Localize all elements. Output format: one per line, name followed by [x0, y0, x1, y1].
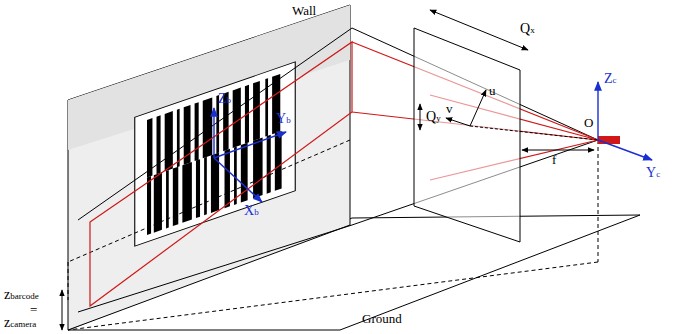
- axis-label: v: [446, 102, 453, 115]
- axis-label: Xb: [244, 204, 259, 218]
- dimension-label: zcamera: [4, 316, 36, 330]
- barcode-bar: [203, 97, 213, 158]
- barcode-axes: [214, 108, 286, 202]
- barcode-bar: [233, 88, 241, 148]
- wall-label: Wall: [292, 4, 316, 17]
- barcode-bar: [157, 115, 161, 174]
- barcode-bar: [195, 102, 199, 161]
- axis-label: Zb: [218, 92, 231, 106]
- plane-dimensions: [420, 10, 598, 150]
- barcode-bar: [267, 135, 271, 194]
- axis-label: Zc: [604, 72, 617, 86]
- camera-body: [598, 136, 620, 144]
- barcode-projection: [90, 42, 598, 306]
- barcode-bar: [154, 172, 162, 232]
- barcode-bar: [275, 131, 282, 191]
- wall-plane: [68, 5, 350, 330]
- camera-rays: [78, 28, 598, 312]
- barcode-bar: [204, 157, 207, 215]
- dimension-label: f: [552, 153, 556, 166]
- dimension-label: =: [30, 303, 37, 316]
- camera-axes: [598, 82, 652, 160]
- axis-label: Yc: [646, 166, 660, 180]
- axis-label: Yb: [276, 112, 291, 126]
- barcode: [135, 62, 295, 246]
- barcode-bar: [253, 81, 260, 141]
- height-dimension: [62, 290, 63, 330]
- barcode-bar: [166, 170, 169, 228]
- barcode-bar: [225, 149, 230, 208]
- origin-label: O: [584, 116, 593, 129]
- ground-label: Ground: [362, 312, 402, 325]
- barcode-bar: [177, 109, 180, 167]
- dimension-label: Qx: [520, 22, 535, 36]
- image-plane: [414, 28, 520, 242]
- barcode-bar: [253, 138, 263, 199]
- dimension-label: Qy: [426, 110, 441, 124]
- barcode-bar: [182, 162, 192, 223]
- barcode-bar: [173, 167, 178, 226]
- barcode-bar: [234, 146, 237, 204]
- dimension-label: zbarcode: [4, 288, 39, 302]
- barcode-bar: [165, 111, 173, 171]
- barcode-bar: [196, 159, 200, 218]
- axis-label: u: [489, 84, 496, 97]
